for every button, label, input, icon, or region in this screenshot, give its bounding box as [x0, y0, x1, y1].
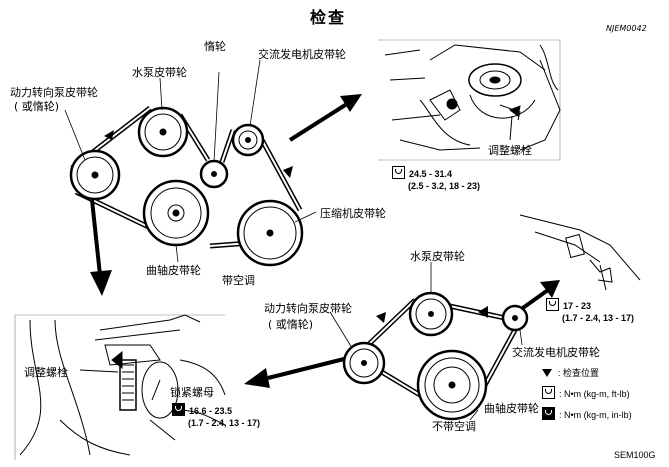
torque-wrench-icon	[542, 407, 555, 420]
label-ac-compressor: 压缩机皮带轮	[320, 207, 386, 220]
legend-unit-in: : N•m (kg-m, in-lb)	[542, 407, 632, 420]
torque-wrench-icon	[546, 298, 559, 311]
alternator-inset-art	[378, 39, 561, 161]
label-ac-alternator: 交流发电机皮带轮	[258, 48, 346, 61]
label-ac-power-steering-alt: ( 或惰轮)	[14, 100, 60, 113]
check-marker-4	[478, 306, 488, 318]
label-ps-adjust-bolt: 调整螺栓	[24, 366, 68, 379]
check-triangle-icon	[542, 369, 552, 377]
noac-crankshaft-pulley	[416, 349, 488, 421]
ac-alternator-pulley	[231, 123, 265, 157]
noac-power-steering-pulley	[342, 341, 386, 385]
arrow-to-alternator-inset-2	[518, 280, 560, 312]
label-noac-crankshaft: 曲轴皮带轮	[484, 402, 539, 415]
label-ac-crankshaft: 曲轴皮带轮	[146, 264, 201, 277]
noac-alt-torque-spec: 17 - 23 (1.7 - 2.4, 13 - 17)	[546, 298, 634, 324]
label-alt-adjust-bolt: 调整螺栓	[488, 144, 532, 157]
label-ac-idler: 惰轮	[204, 40, 226, 53]
ps-inset-art	[14, 314, 226, 460]
arrow-to-ps-inset-2	[244, 353, 361, 388]
torque-wrench-icon	[172, 403, 185, 416]
ac-crankshaft-pulley	[142, 179, 210, 247]
label-ac-water-pump: 水泵皮带轮	[132, 66, 187, 79]
ac-power-steering-pulley	[69, 149, 121, 201]
alt-torque-spec: 24.5 - 31.4 (2.5 - 3.2, 18 - 23)	[392, 166, 480, 192]
noac-water-pump-pulley	[408, 291, 454, 337]
label-noac-water-pump: 水泵皮带轮	[410, 250, 465, 263]
check-marker-2	[283, 166, 293, 178]
legend-unit-ft: : N•m (kg-m, ft-lb)	[542, 386, 630, 399]
arrow-to-alternator-inset	[288, 94, 362, 142]
label-noac-alternator: 交流发电机皮带轮	[512, 346, 600, 359]
label-ps-lock-nut: 锁紧螺母	[170, 386, 214, 399]
ac-compressor-pulley	[236, 199, 304, 267]
ac-idler-pulley	[199, 159, 229, 189]
alternator-inset2-art	[519, 214, 641, 291]
check-marker-1	[104, 130, 114, 140]
label-ac-caption: 带空调	[222, 274, 255, 287]
ac-water-pump-pulley	[137, 106, 189, 158]
figure-code-bottom: SEM100G	[614, 450, 656, 460]
noac-belt-layout	[329, 262, 529, 421]
label-noac-power-steering-alt: ( 或惰轮)	[268, 318, 314, 331]
torque-wrench-icon	[542, 386, 555, 399]
label-noac-power-steering: 动力转向泵皮带轮	[264, 302, 352, 315]
noac-alternator-pulley	[501, 304, 529, 332]
ac-belt-layout	[64, 59, 317, 267]
ps-torque-spec: 16.6 - 23.5 (1.7 - 2.4, 13 - 17)	[172, 403, 260, 429]
label-ac-power-steering: 动力转向泵皮带轮	[10, 86, 98, 99]
figure-code-top: NJEM0042	[606, 24, 647, 33]
label-noac-caption: 不带空调	[432, 420, 476, 433]
legend-check-position: : 检查位置	[542, 366, 599, 379]
check-marker-3	[376, 312, 386, 323]
arrow-to-ps-inset	[90, 199, 112, 296]
page-title: 检查	[310, 8, 347, 27]
torque-wrench-icon	[392, 166, 405, 179]
